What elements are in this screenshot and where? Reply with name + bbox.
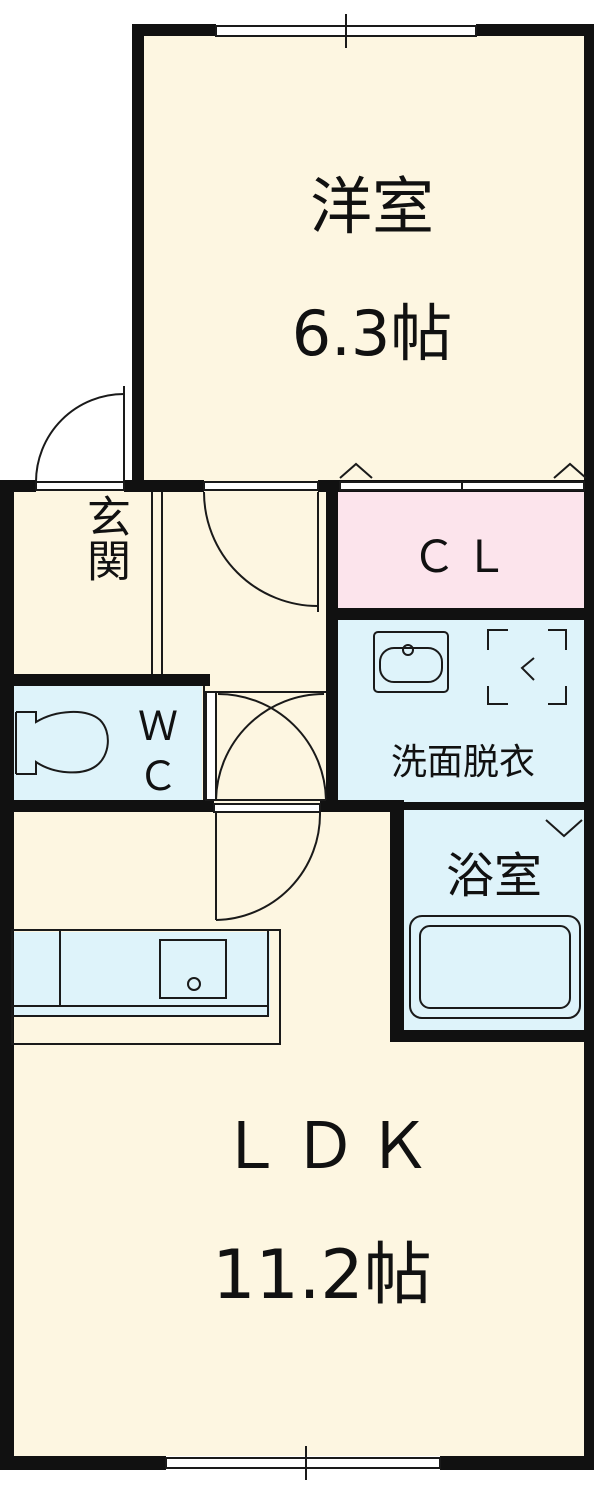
washroom-name: 洗面脱衣 <box>391 742 535 783</box>
closet-doors <box>339 462 587 491</box>
wall-hall-right <box>326 480 338 812</box>
window-bottom <box>165 1446 441 1480</box>
bath-door <box>545 819 583 838</box>
ldk-door <box>213 803 322 921</box>
western-room-size: 6.3帖 <box>292 297 453 370</box>
wall-bath-left <box>390 800 404 1040</box>
closet-floor <box>338 490 586 610</box>
wall-ldk-top-right <box>320 800 400 812</box>
ldk-size: 11.2帖 <box>212 1236 431 1315</box>
kitchen-sink-icon <box>159 939 227 999</box>
bath-name: 浴室 <box>446 848 542 904</box>
wall-closet-bottom <box>332 608 594 620</box>
wall-western-left <box>132 24 144 484</box>
kitchen-counter-icon <box>11 929 281 1045</box>
western-room-door <box>203 481 319 612</box>
walls <box>0 24 594 1470</box>
bath-floor <box>402 810 586 1032</box>
toilet-door <box>205 691 327 801</box>
kitchen-counter-fill <box>12 932 270 1016</box>
doors <box>35 386 587 921</box>
western-room-floor <box>140 32 586 486</box>
washroom-floor <box>338 620 586 804</box>
bathtub-icon <box>409 915 581 1019</box>
wall-right-upper <box>584 24 594 804</box>
wall-left <box>0 480 14 1470</box>
closet-name: ＣＬ <box>412 532 516 583</box>
toilet-name-line2: Ｃ <box>138 754 178 800</box>
ldk-name: ＬＤＫ <box>219 1110 441 1184</box>
windows <box>165 14 477 1480</box>
wall-bath-bottom <box>390 1030 594 1042</box>
wall-bottom-right <box>440 1456 594 1470</box>
front-door <box>35 386 125 491</box>
wall-western-top-right <box>476 24 594 36</box>
entrance-floor <box>12 490 162 676</box>
wall-toilet-top <box>0 674 210 686</box>
floor-fills <box>12 32 586 1456</box>
wall-toilet-bottom <box>0 800 214 812</box>
washing-machine-space-icon <box>487 629 567 705</box>
wash-basin-icon <box>373 631 449 693</box>
toilet-icon <box>15 710 109 775</box>
wall-entrance-top <box>124 480 204 492</box>
wall-washroom-bottom <box>400 802 594 810</box>
wall-western-top-left <box>132 24 216 36</box>
window-top <box>215 14 477 48</box>
toilet-name-line1: Ｗ <box>138 704 178 750</box>
wall-bottom-left <box>0 1456 166 1470</box>
wall-right-lower <box>584 1030 594 1470</box>
western-room-name: 洋室 <box>310 170 434 243</box>
wall-bath-right <box>584 800 594 1040</box>
